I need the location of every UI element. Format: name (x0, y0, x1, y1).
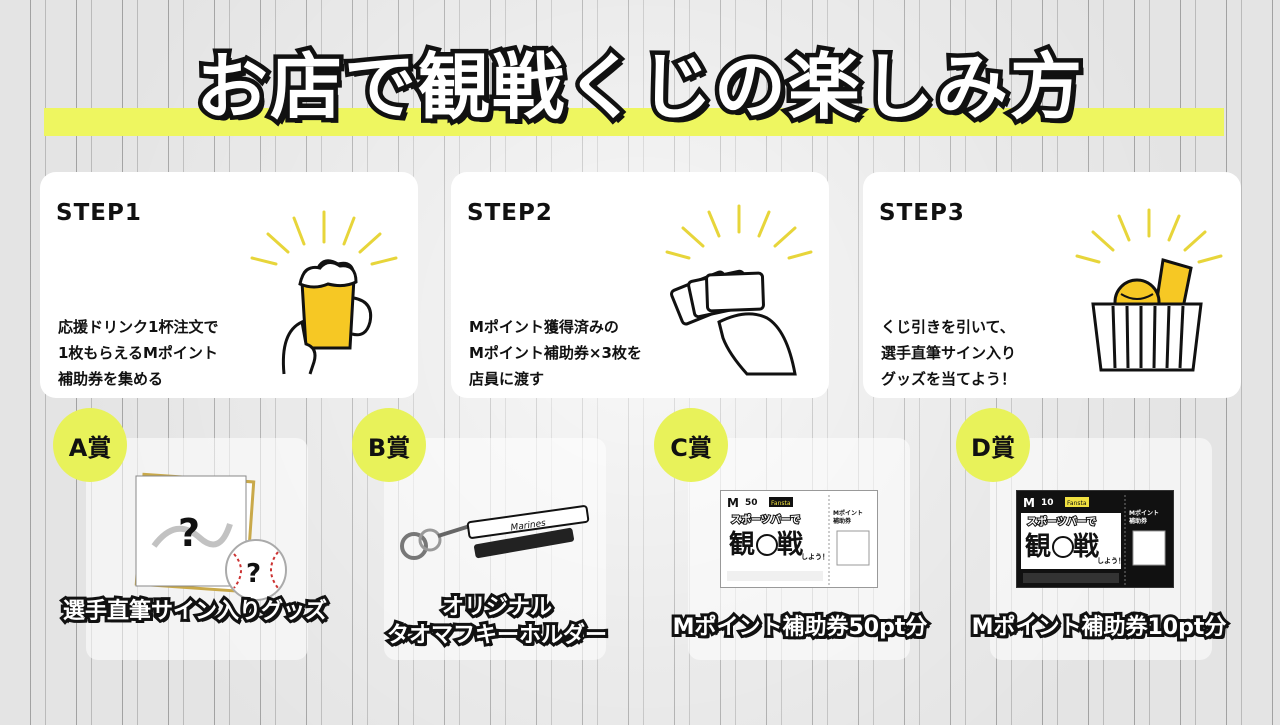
svg-text:しよう！: しよう！ (801, 552, 829, 561)
ticket-10pt: M 10 Fansta スポーツバーで 観 戦 しよう！ Mポイント 補助券 (1016, 490, 1174, 588)
svg-text:戦: 戦 (777, 530, 803, 560)
prize-name-d: Mポイント補助券10pt分 (969, 612, 1230, 643)
prize-badge-a: A賞 (53, 408, 127, 482)
svg-text:観: 観 (729, 529, 755, 560)
prize-badge-c: C賞 (654, 408, 728, 482)
page-title: お店で観戦くじの楽しみ方 (191, 41, 1086, 134)
step-card-1: STEP1 応援ドリンク1杯注文で 1枚もらえるMポイント 補助券を集める (40, 172, 418, 398)
svg-text:しよう！: しよう！ (1097, 556, 1125, 565)
step-description: くじ引きを引いて、 選手直筆サイン入り グッズを当てよう！ (881, 318, 1017, 388)
signed-goods-icon: ? ? (134, 472, 287, 601)
prize-badge-d: D賞 (956, 408, 1030, 482)
ticket-pt: 10 (1041, 498, 1054, 508)
title-highlight-bar (44, 108, 1224, 136)
keyholder-icon: Marines (400, 505, 590, 560)
step-card-3: STEP3 くじ引きを引いて、 選手直筆サイン入り グッズを当てよう！ (863, 172, 1241, 398)
tickets-hand-icon (665, 204, 813, 376)
svg-text:スポーツバーで: スポーツバーで (1027, 515, 1096, 528)
svg-text:Marines: Marines (510, 519, 547, 534)
ticket-logo-icon: M (727, 496, 739, 510)
svg-text:観: 観 (1025, 531, 1051, 562)
svg-text:?: ? (246, 559, 261, 589)
svg-text:Mポイント: Mポイント (1129, 509, 1159, 517)
lottery-box-icon (1075, 208, 1223, 372)
ticket-50pt: M 50 Fansta スポーツバーで 観 戦 しよう！ Mポイント 補助券 (720, 490, 878, 588)
svg-text:戦: 戦 (1073, 532, 1099, 562)
svg-text:Fansta: Fansta (1067, 500, 1087, 507)
step-card-2: STEP2 Mポイント獲得済みの Mポイント補助券×3枚を 店員に渡す (451, 172, 829, 398)
svg-text:?: ? (178, 511, 200, 555)
prize-name-a: 選手直筆サイン入りグッズ (60, 596, 330, 627)
svg-text:スポーツバーで: スポーツバーで (731, 513, 800, 526)
step-label: STEP1 (56, 200, 142, 226)
svg-text:補助券: 補助券 (1128, 517, 1148, 525)
prize-badge-b: B賞 (352, 408, 426, 482)
beer-icon (250, 210, 398, 375)
step-label: STEP3 (879, 200, 965, 226)
step-description: Mポイント獲得済みの Mポイント補助券×3枚を 店員に渡す (469, 318, 642, 388)
step-label: STEP2 (467, 200, 553, 226)
step-description: 応援ドリンク1杯注文で 1枚もらえるMポイント 補助券を集める (58, 318, 219, 388)
svg-text:補助券: 補助券 (832, 517, 852, 525)
prize-name-b: オリジナル タオマフキーホルダー (384, 592, 610, 651)
ticket-pt: 50 (745, 498, 758, 508)
svg-text:Fansta: Fansta (771, 500, 791, 507)
prize-name-c: Mポイント補助券50pt分 (670, 612, 931, 643)
svg-text:Mポイント: Mポイント (833, 509, 863, 517)
ticket-logo-icon: M (1023, 496, 1035, 510)
